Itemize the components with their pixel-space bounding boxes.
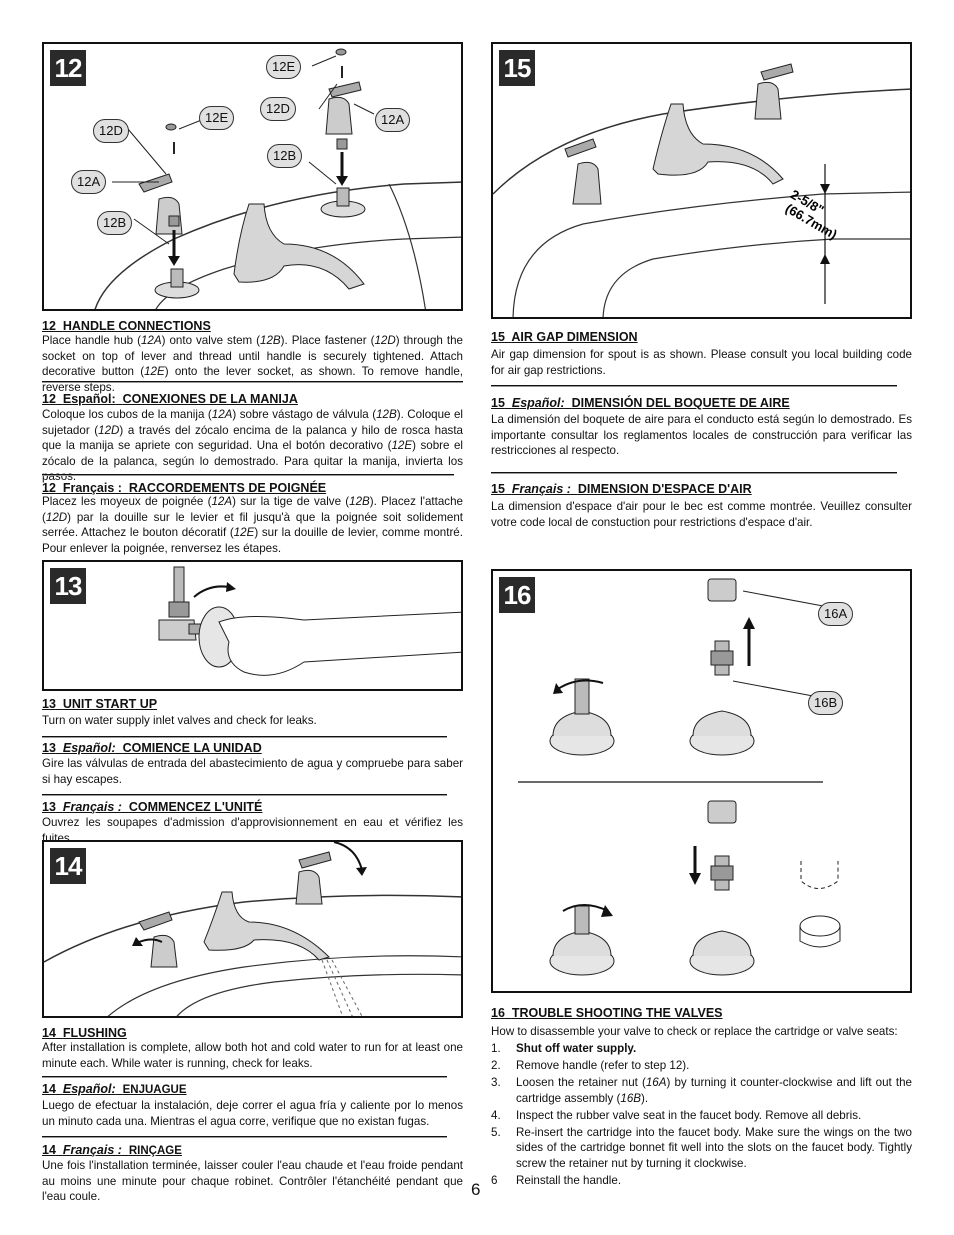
figure-12: 12 12E 12D 12A 12B 12D 12E 12A 12B	[42, 42, 463, 311]
air-gap-illustration: 2-5/8" (66.7mm)	[493, 63, 910, 317]
sec14-es-body: Luego de efectuar la instalación, deje c…	[42, 1099, 463, 1128]
figure-13-number: 13	[50, 568, 86, 604]
sec15-es-body: La dimensión del boquete de aire para el…	[491, 413, 912, 457]
callout-12b-left: 12B	[97, 211, 133, 235]
sec14-en-heading: 14 FLUSHING	[42, 1026, 127, 1040]
sec16-step-1: 1.Shut off water supply.	[491, 1042, 637, 1055]
sec16-step-3: 3.Loosen the retainer nut (16A) by turni…	[491, 1076, 912, 1105]
figure-15-number: 15	[499, 50, 535, 86]
sec12-fr-body: Placez les moyeux de poignée (12A) sur l…	[42, 495, 463, 555]
sec15-es-heading: 15 Español: DIMENSIÓN DEL BOQUETE DE AIR…	[491, 396, 790, 410]
sec15-en-body: Air gap dimension for spout is as shown.…	[491, 348, 912, 377]
sec15-fr-body: La dimension d'espace d'air pour le bec …	[491, 500, 912, 529]
callout-16b: 16B	[808, 691, 844, 715]
flushing-illustration	[44, 842, 461, 1016]
sec14-en-body: After installation is complete, allow bo…	[42, 1041, 463, 1070]
valve-troubleshooting-illustration	[518, 578, 841, 976]
figure-14: 14	[42, 840, 463, 1018]
callout-12e-top: 12E	[266, 55, 302, 79]
handle-connections-illustration	[94, 48, 461, 309]
sec13-en-body: Turn on water supply inlet valves and ch…	[42, 714, 317, 727]
figure-16-number: 16	[499, 577, 535, 613]
sec12-en-heading: 12 HANDLE CONNECTIONS	[42, 319, 211, 333]
callout-12e-left: 12E	[199, 106, 235, 130]
callout-12d-right: 12D	[260, 97, 296, 121]
sec12-fr-heading: 12 Français : RACCORDEMENTS DE POIGNÉE	[42, 481, 327, 495]
sec15-fr-heading: 15 Français : DIMENSION D'ESPACE D'AIR	[491, 482, 752, 496]
sec13-fr-heading: 13 Français : COMMENCEZ L'UNITÉ	[42, 800, 263, 814]
sec12-divider-2	[42, 474, 454, 476]
sec14-fr-heading: 14 Français : RINÇAGE	[42, 1143, 182, 1157]
page-number: 6	[471, 1180, 481, 1199]
sec14-divider-2	[42, 1136, 447, 1138]
unit-start-up-illustration	[158, 566, 461, 676]
callout-12b-right: 12B	[267, 144, 303, 168]
sec16-step-5: 5.Re-insert the cartridge into the fauce…	[491, 1125, 912, 1170]
sec14-fr-body: Une fois l'installation terminée, laisse…	[42, 1159, 463, 1203]
sec13-en-heading: 13 UNIT START UP	[42, 697, 158, 711]
figure-14-number: 14	[50, 848, 86, 884]
callout-16a: 16A	[818, 602, 854, 626]
sec13-es-heading: 13 Español: COMIENCE LA UNIDAD	[42, 741, 262, 755]
sec16-step-4: 4.Inspect the rubber valve seat in the f…	[491, 1108, 862, 1122]
sec16-step-2: 2.Remove handle (refer to step 12).	[491, 1059, 690, 1072]
sec14-divider-1	[42, 1076, 447, 1078]
sec12-es-heading: 12 Español: CONEXIONES DE LA MANIJA	[42, 392, 298, 406]
figure-16: 16 16A 16B	[491, 569, 912, 993]
sec16-steps: 1.Shut off water supply. 2.Remove handle…	[491, 1041, 912, 1190]
figure-13: 13	[42, 560, 463, 691]
sec13-es-body: Gire las válvulas de entrada del abastec…	[42, 757, 463, 786]
sec16-heading: 16 TROUBLE SHOOTING THE VALVES	[491, 1006, 723, 1020]
sec13-divider-1	[42, 736, 447, 738]
sec13-divider-2	[42, 794, 447, 796]
figure-12-number: 12	[50, 50, 86, 86]
callout-12a-right: 12A	[375, 108, 411, 132]
sec14-es-heading: 14 Español: ENJUAGUE	[42, 1082, 187, 1096]
figure-15: 2-5/8" (66.7mm) 15	[491, 42, 912, 319]
callout-12d-left: 12D	[93, 119, 129, 143]
callout-12a-left: 12A	[71, 170, 107, 194]
sec12-en-body: Place handle hub (12A) onto valve stem (…	[42, 334, 463, 394]
sec15-divider-1	[491, 385, 897, 387]
sec15-en-heading: 15 AIR GAP DIMENSION	[491, 330, 638, 344]
sec15-divider-2	[491, 472, 897, 474]
sec12-es-body: Coloque los cubos de la manija (12A) sob…	[42, 408, 464, 483]
sec16-intro: How to disassemble your valve to check o…	[491, 1025, 898, 1038]
sec12-divider-1	[42, 381, 463, 383]
